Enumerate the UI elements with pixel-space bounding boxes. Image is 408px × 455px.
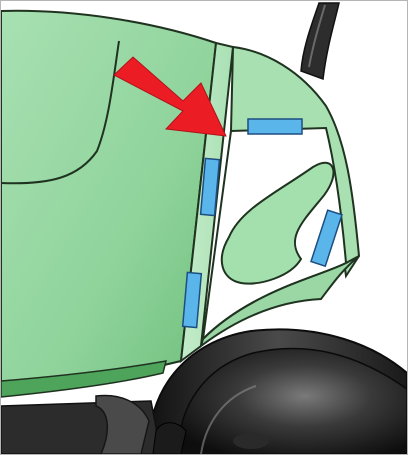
latch-marker-icon: [248, 119, 302, 134]
grab-handle: [301, 3, 339, 79]
